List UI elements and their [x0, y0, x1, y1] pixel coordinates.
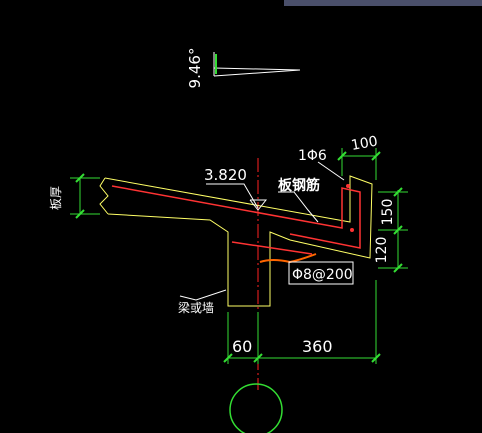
dim-150-label: 150 [380, 199, 396, 226]
axis-bubble [229, 383, 283, 433]
rebar-dot-bottom [350, 228, 354, 232]
rebar-dot-top [346, 184, 350, 188]
elevation-label: 3.820 [204, 166, 247, 184]
angle-label: 9.46° [186, 48, 204, 89]
dimension-lines [70, 148, 408, 364]
dim-60-label: 60 [232, 337, 252, 356]
top-rebar-label: 1Φ6 [298, 148, 327, 164]
dim-100-label: 100 [350, 134, 379, 154]
slope-angle-marker [213, 52, 301, 77]
slab-thickness-label: 板厚 [49, 186, 63, 210]
slab-rebar [111, 185, 361, 255]
dim-120-label: 120 [374, 237, 390, 264]
leader-lines [179, 161, 354, 301]
dimension-ticks [75, 151, 403, 363]
elevation-marker [249, 199, 268, 211]
concrete-outline [99, 175, 373, 307]
stirrup-label: Φ8@200 [292, 267, 353, 283]
slab-rebar-label: 板钢筋 [278, 177, 320, 194]
top-bar [284, 0, 482, 6]
wall-label: 梁或墙 [178, 300, 214, 315]
dim-360-label: 360 [302, 337, 333, 356]
